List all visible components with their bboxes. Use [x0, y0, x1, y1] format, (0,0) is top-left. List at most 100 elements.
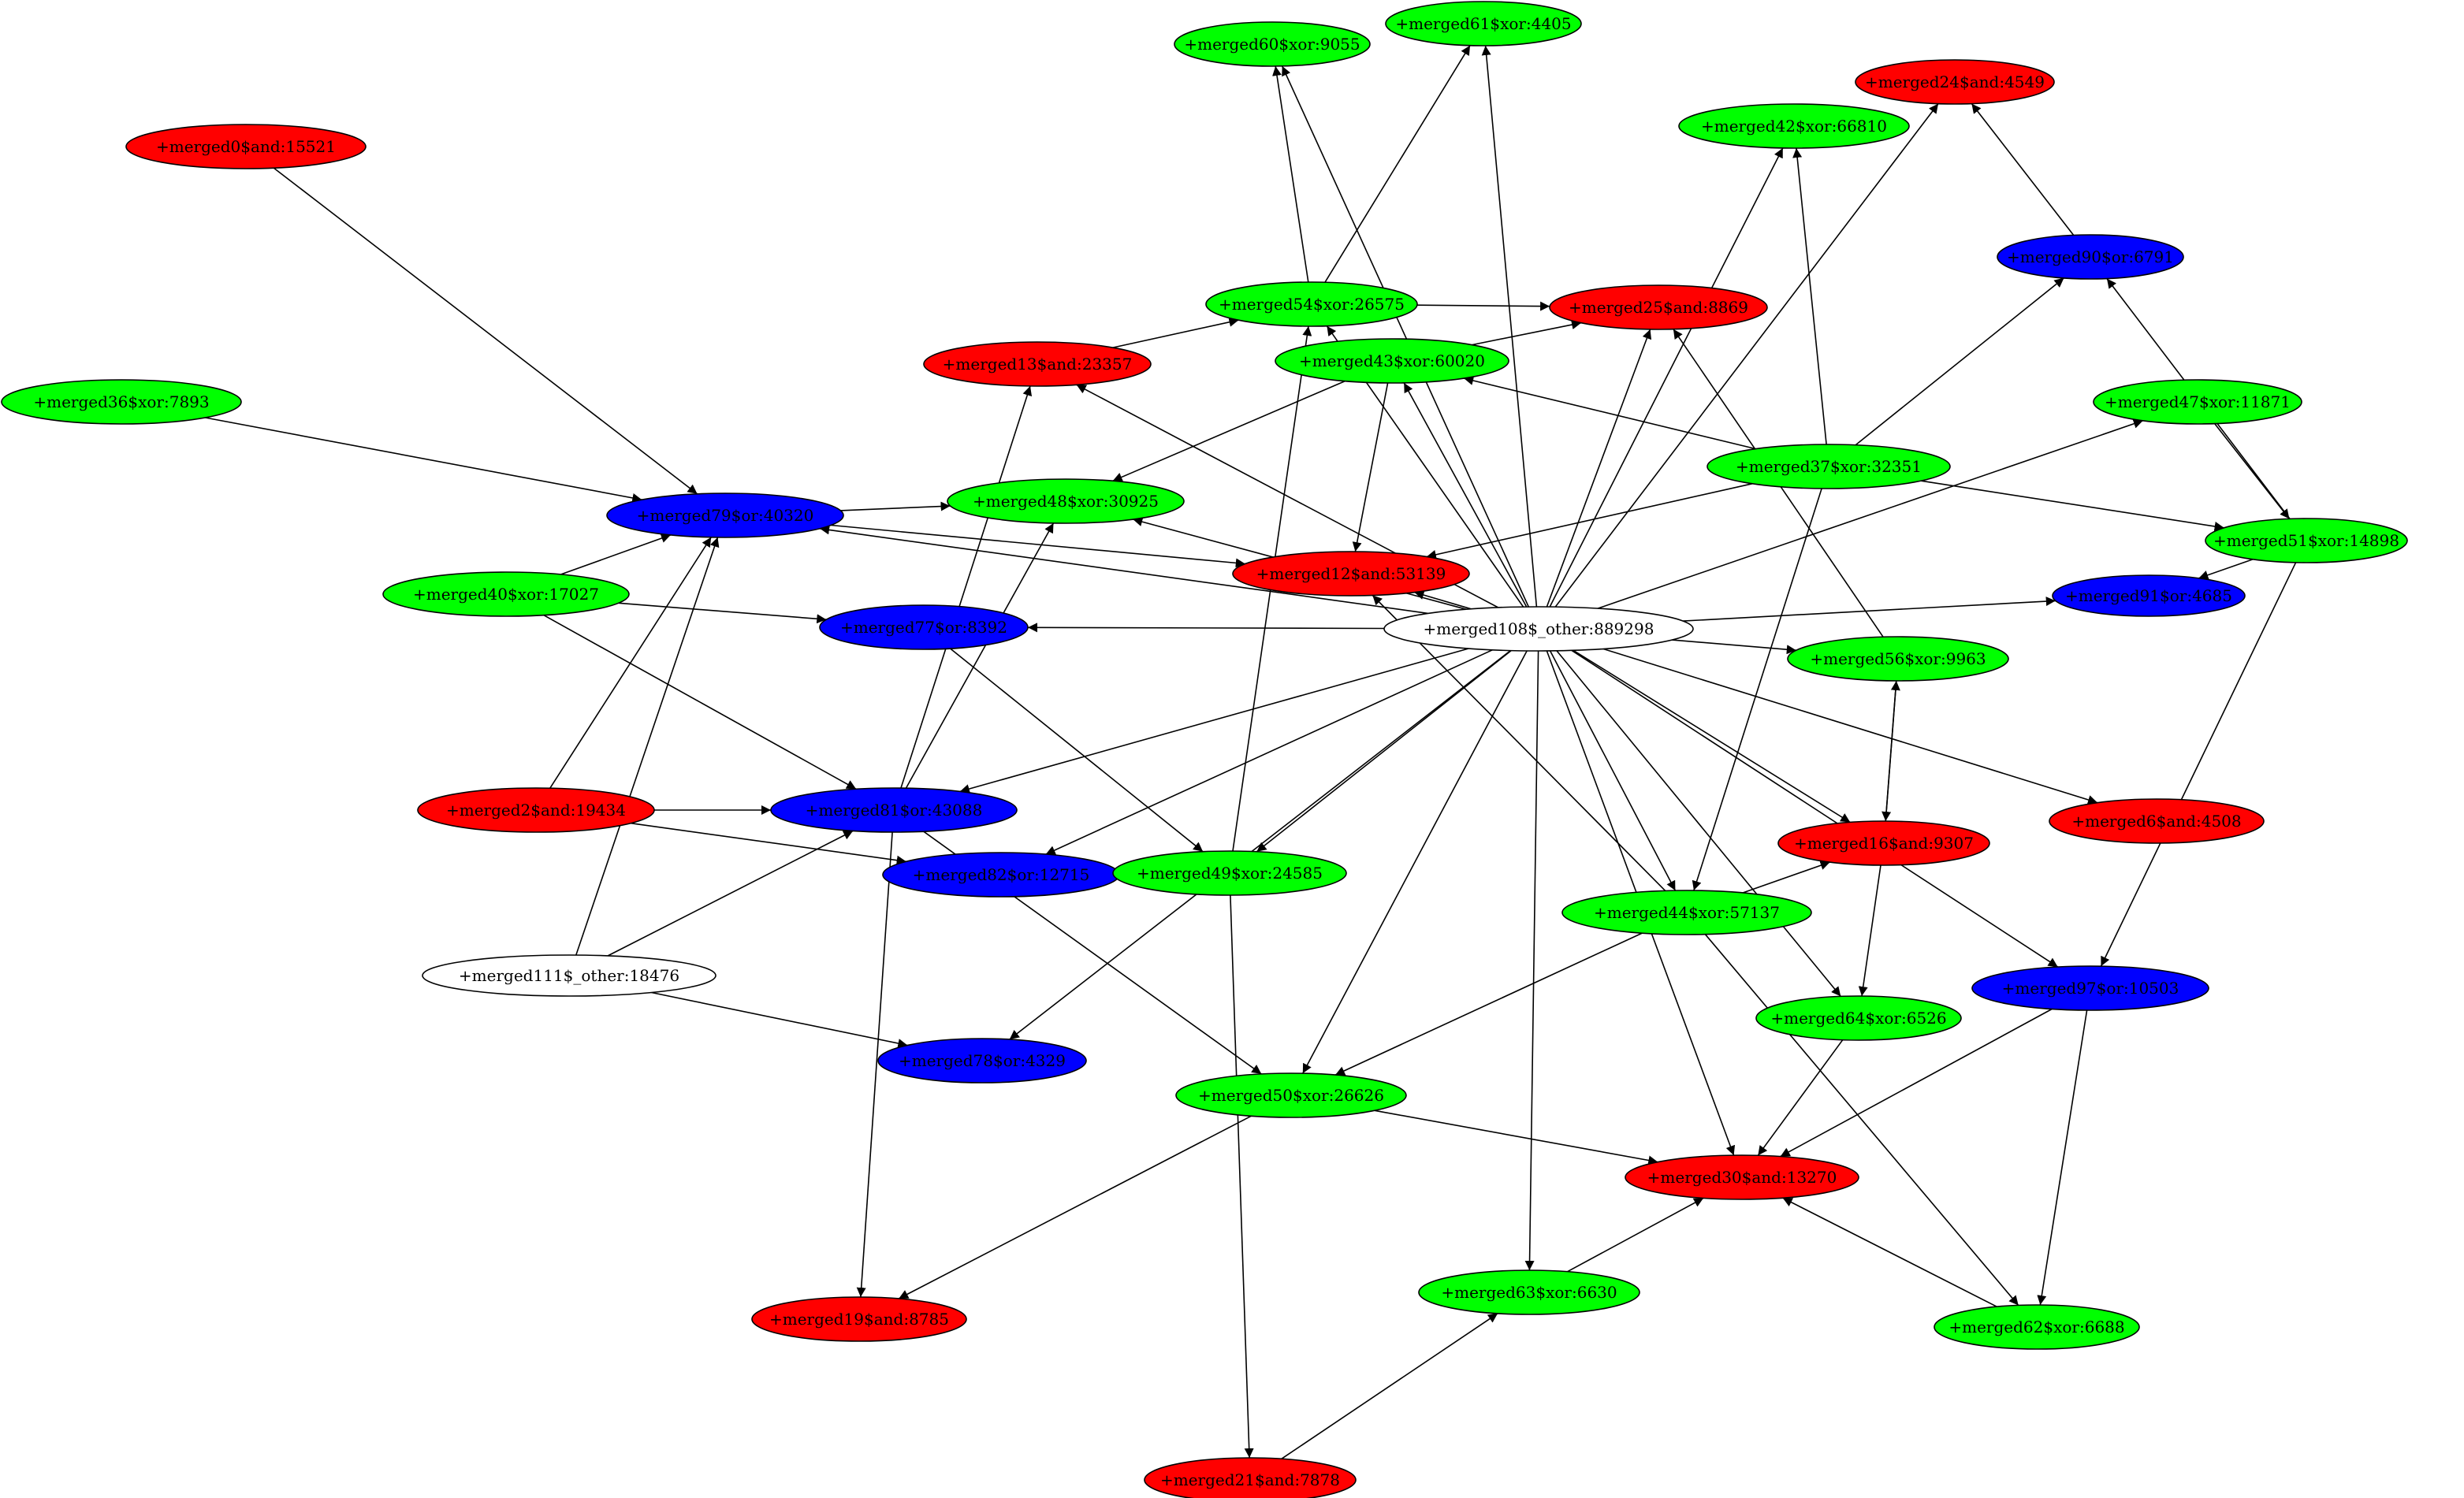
node-m2[interactable]: +merged2$and:19434 [417, 787, 655, 833]
node-shape [1934, 1304, 2140, 1350]
node-m16[interactable]: +merged16$and:9307 [1777, 820, 1990, 866]
edge-m108-to-m12 [1414, 590, 1472, 610]
node-m42[interactable]: +merged42$xor:66810 [1678, 103, 1910, 149]
edge-m108-to-m47 [1597, 419, 2144, 609]
node-shape [1997, 234, 2184, 280]
node-label: +merged40$xor:17027 [413, 585, 599, 604]
node-layer: +merged108$_other:889298 +merged111$_othe… [1, 1, 2408, 1498]
node-label: +merged42$xor:66810 [1701, 117, 1887, 136]
edge-m49-to-m21 [1230, 894, 1254, 1459]
node-m13[interactable]: +merged13$and:23357 [923, 341, 1152, 387]
node-m37[interactable]: +merged37$xor:32351 [1707, 444, 1951, 489]
edge-m81-to-m13 [900, 385, 1033, 789]
edge-m108-to-m64 [1556, 650, 1841, 997]
edge-m111-to-m79 [575, 537, 720, 956]
node-m82[interactable]: +merged82$or:12715 [882, 852, 1120, 898]
node-m62[interactable]: +merged62$xor:6688 [1934, 1304, 2140, 1350]
node-m21[interactable]: +merged21$and:7878 [1144, 1457, 1357, 1498]
node-m40[interactable]: +merged40$xor:17027 [382, 571, 630, 617]
edge-m108-to-m16 [1573, 649, 1851, 823]
node-shape [1232, 551, 1470, 597]
node-label: +merged47$xor:11871 [2105, 392, 2291, 411]
edge-m36-to-m79 [205, 417, 642, 503]
node-m25[interactable]: +merged25$and:8869 [1549, 284, 1768, 330]
edge-m81-to-m19 [856, 831, 893, 1298]
node-m19[interactable]: +merged19$and:8785 [751, 1296, 967, 1342]
node-m44[interactable]: +merged44$xor:57137 [1561, 890, 1812, 935]
edge-m50-to-m30 [1374, 1110, 1658, 1165]
node-shape [1777, 820, 1990, 866]
edge-m16-to-m64 [1858, 864, 1881, 997]
node-shape [1144, 1457, 1357, 1498]
node-m81[interactable]: +merged81$or:43088 [770, 787, 1018, 833]
node-label: +merged111$_other:18476 [459, 966, 679, 985]
node-label: +merged60$xor:9055 [1184, 35, 1360, 54]
node-m51[interactable]: +merged51$xor:14898 [2205, 518, 2408, 563]
node-label: +merged48$xor:30925 [973, 492, 1159, 511]
edge-m40-to-m79 [560, 533, 672, 575]
node-label: +merged51$xor:14898 [2213, 531, 2399, 550]
node-label: +merged6$and:4508 [2071, 812, 2241, 831]
node-shape [2205, 518, 2408, 563]
edge-m108-to-m42 [1549, 147, 1784, 608]
edge-m111-to-m78 [651, 991, 908, 1048]
node-m0[interactable]: +merged0$and:15521 [125, 124, 367, 169]
node-m12[interactable]: +merged12$and:53139 [1232, 551, 1470, 597]
node-m49[interactable]: +merged49$xor:24585 [1112, 850, 1347, 896]
node-shape [1174, 21, 1371, 67]
node-m56[interactable]: +merged56$xor:9963 [1787, 636, 2009, 682]
edge-m64-to-m30 [1757, 1039, 1844, 1156]
node-label: +merged43$xor:60020 [1299, 351, 1485, 370]
node-shape [877, 1038, 1087, 1084]
edge-m50-to-m19 [898, 1115, 1252, 1299]
edge-m108-to-m60 [1281, 65, 1530, 608]
node-m111[interactable]: +merged111$_other:18476 [422, 954, 716, 997]
node-label: +merged79$or:40320 [637, 506, 814, 525]
node-m54[interactable]: +merged54$xor:26575 [1205, 281, 1418, 327]
node-label: +merged77$or:8392 [840, 618, 1007, 637]
node-m60[interactable]: +merged60$xor:9055 [1174, 21, 1371, 67]
node-shape [1678, 103, 1910, 149]
edge-m108-to-m91 [1683, 597, 2056, 622]
node-shape [923, 341, 1152, 387]
node-shape [1787, 636, 2009, 682]
node-m6[interactable]: +merged6$and:4508 [2049, 798, 2265, 844]
node-m36[interactable]: +merged36$xor:7893 [1, 379, 242, 425]
edge-m108-to-m6 [1602, 648, 2098, 805]
node-label: +merged90$or:6791 [2007, 247, 2174, 266]
node-shape [422, 954, 716, 997]
node-shape [1971, 965, 2209, 1011]
node-shape [2049, 798, 2265, 844]
node-m64[interactable]: +merged64$xor:6526 [1755, 995, 1962, 1041]
edge-m79-to-m48 [840, 501, 951, 511]
node-m24[interactable]: +merged24$and:4549 [1855, 59, 2055, 105]
node-m47[interactable]: +merged47$xor:11871 [2093, 379, 2302, 425]
node-shape [770, 787, 1018, 833]
node-m63[interactable]: +merged63$xor:6630 [1418, 1269, 1640, 1315]
node-shape [751, 1296, 967, 1342]
node-shape [417, 787, 655, 833]
edge-m47-to-m51 [2214, 423, 2291, 519]
edge-m81-to-m48 [905, 522, 1055, 789]
node-m97[interactable]: +merged97$or:10503 [1971, 965, 2209, 1011]
edge-m16-to-m56 [1885, 680, 1900, 822]
node-shape [1112, 850, 1347, 896]
node-m79[interactable]: +merged79$or:40320 [606, 493, 844, 538]
node-m77[interactable]: +merged77$or:8392 [819, 604, 1029, 650]
node-label: +merged13$and:23357 [943, 355, 1133, 374]
node-m90[interactable]: +merged90$or:6791 [1997, 234, 2184, 280]
node-m108[interactable]: +merged108$_other:889298 [1383, 606, 1694, 652]
node-shape [1385, 1, 1582, 46]
node-m91[interactable]: +merged91$or:4685 [2052, 574, 2246, 617]
edge-m37-to-m43 [1464, 376, 1756, 450]
node-m78[interactable]: +merged78$or:4329 [877, 1038, 1087, 1084]
node-m50[interactable]: +merged50$xor:26626 [1175, 1072, 1407, 1118]
node-m61[interactable]: +merged61$xor:4405 [1385, 1, 1582, 46]
edge-m44-to-m12 [1372, 594, 1666, 891]
node-label: +merged19$and:8785 [769, 1310, 949, 1329]
node-m43[interactable]: +merged43$xor:60020 [1275, 338, 1509, 384]
node-label: +merged2$and:19434 [446, 801, 626, 820]
edge-m54-to-m61 [1324, 45, 1471, 283]
node-m30[interactable]: +merged30$and:13270 [1625, 1154, 1859, 1200]
node-m48[interactable]: +merged48$xor:30925 [947, 478, 1185, 524]
